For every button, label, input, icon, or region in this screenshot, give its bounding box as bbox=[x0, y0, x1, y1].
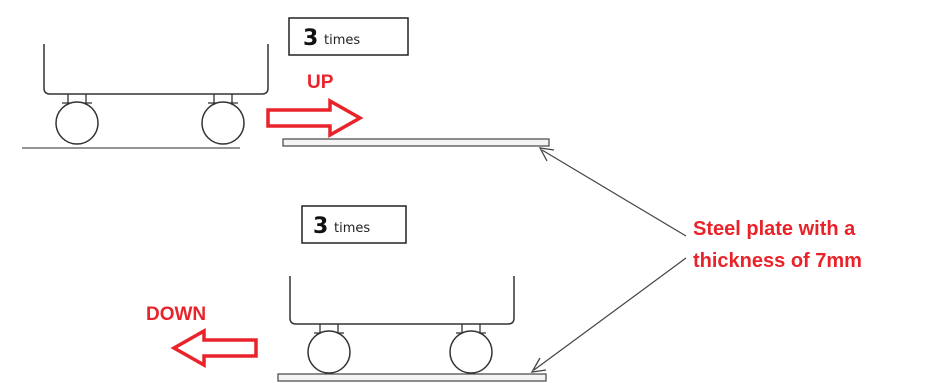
bottom-steel-plate bbox=[277, 373, 547, 382]
top-step: 3 times UP bbox=[22, 17, 550, 149]
top-count-number: 3 bbox=[303, 26, 318, 51]
bottom-count-word: times bbox=[334, 221, 370, 236]
bottom-step: 3 times DOWN bbox=[146, 205, 547, 382]
bottom-caster-left bbox=[307, 324, 351, 374]
arrow-right-icon bbox=[266, 97, 364, 139]
callout-line-top bbox=[541, 149, 687, 237]
top-count-box: 3 times bbox=[288, 17, 409, 56]
top-caster-left bbox=[55, 94, 99, 145]
top-steel-plate bbox=[282, 138, 550, 147]
top-count-word: times bbox=[324, 33, 360, 48]
callout-text-line2: thickness of 7mm bbox=[693, 250, 862, 272]
bottom-count-number: 3 bbox=[313, 214, 328, 239]
up-label: UP bbox=[307, 72, 334, 93]
bottom-caster-right bbox=[449, 324, 493, 374]
top-cabinet-body bbox=[43, 44, 269, 95]
plate-callout: Steel plate with a thickness of 7mm bbox=[530, 147, 862, 373]
arrow-left-icon bbox=[170, 327, 258, 369]
bottom-cabinet-body bbox=[289, 276, 515, 325]
callout-text-line1: Steel plate with a bbox=[693, 218, 856, 240]
callout-line-bottom bbox=[533, 257, 687, 371]
down-label: DOWN bbox=[146, 304, 206, 325]
callout-arrowhead-top bbox=[538, 147, 555, 162]
callout-arrowhead-bottom bbox=[530, 357, 547, 373]
bottom-count-box: 3 times bbox=[301, 205, 407, 244]
top-caster-right bbox=[201, 94, 245, 145]
